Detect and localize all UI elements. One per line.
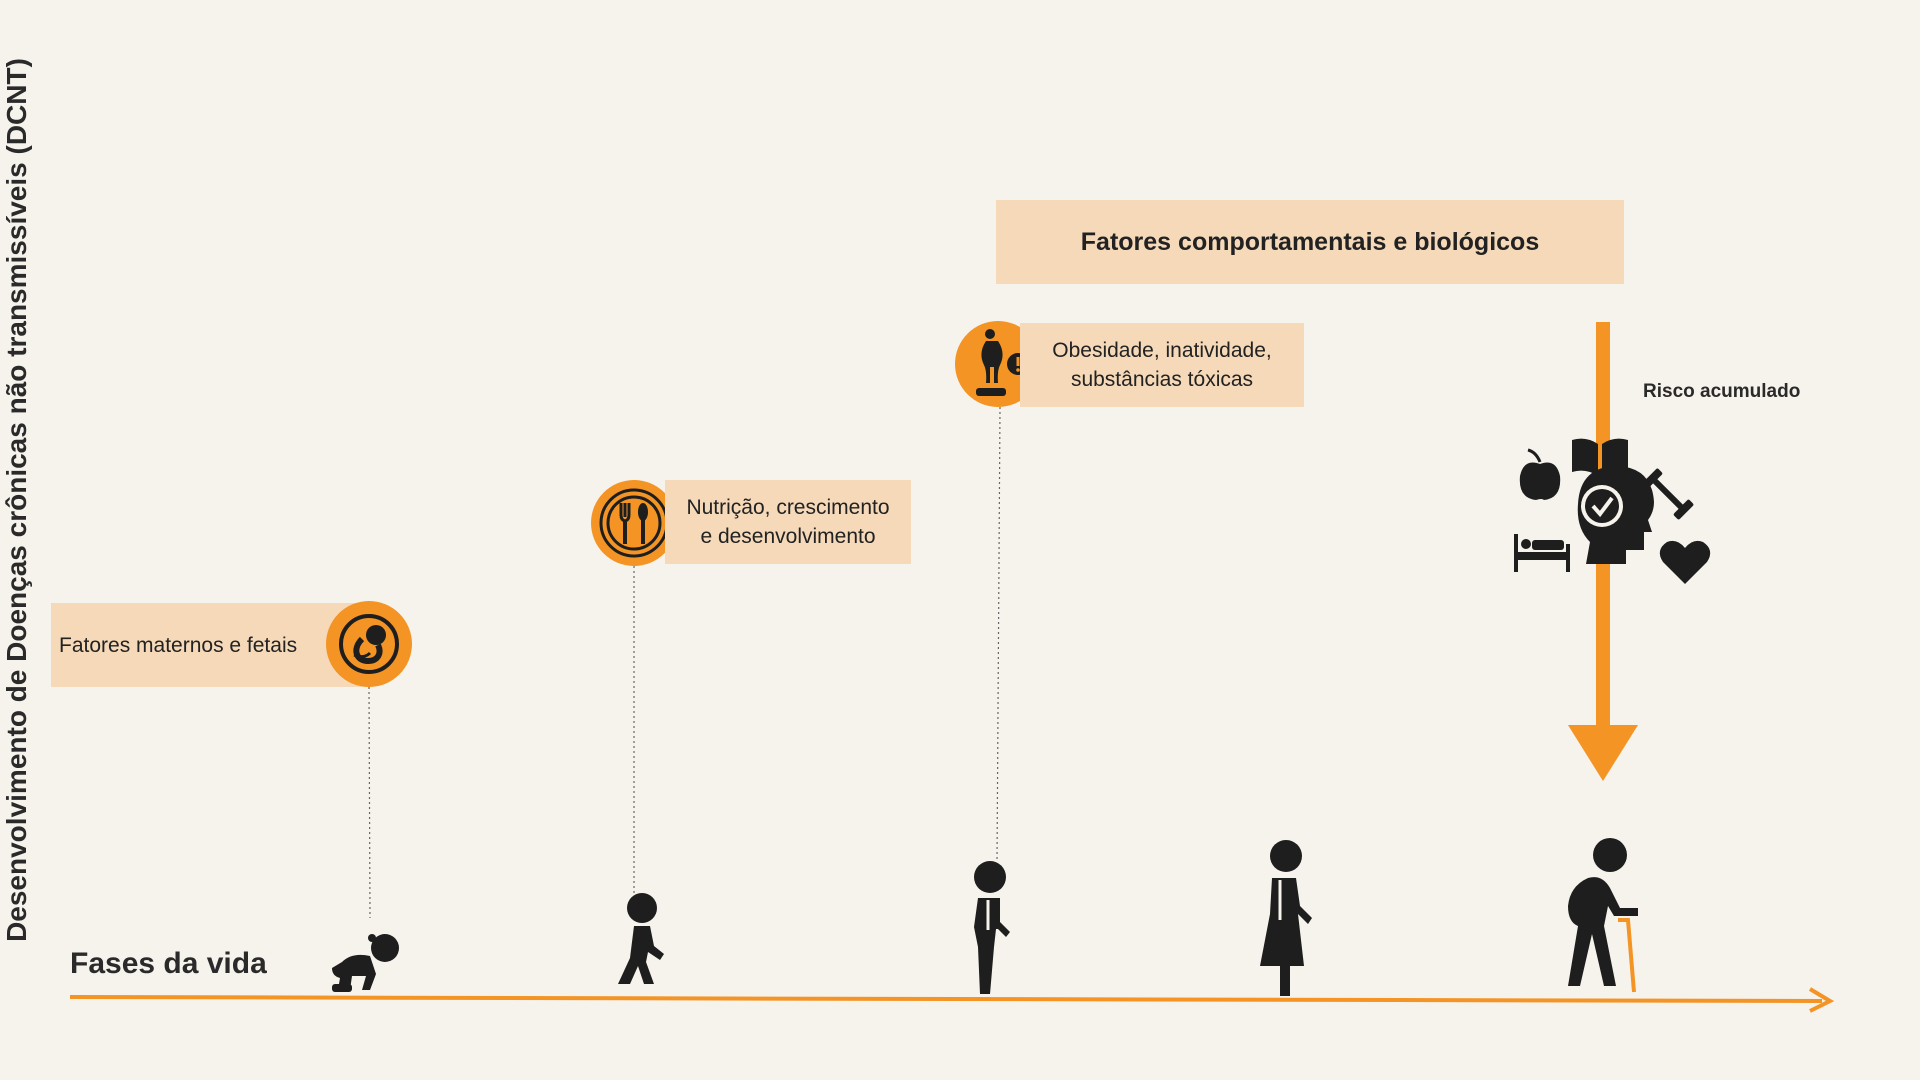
header-box: Fatores comportamentais e biológicos	[996, 200, 1624, 284]
elderly-icon	[1568, 838, 1638, 993]
factor-box-1: Fatores maternos e fetais	[51, 603, 371, 687]
bed-icon	[1514, 534, 1570, 572]
heart-icon	[1659, 540, 1711, 584]
x-axis-arrowhead	[1808, 987, 1835, 1013]
connector-3	[996, 406, 1001, 863]
factor-3-line2: substâncias tóxicas	[1070, 368, 1254, 391]
factor-2-text: Nutrição, crescimento e desenvolvimento	[686, 493, 889, 551]
baby-icon	[332, 934, 399, 992]
connector-1	[368, 686, 371, 919]
factor-box-2: Nutrição, crescimento e desenvolvimento	[665, 480, 911, 564]
risk-arrow-head	[1568, 725, 1638, 781]
factor-1-label: Fatores maternos e fetais	[59, 633, 298, 657]
factor-3-line1: Obesidade, inatividade,	[1052, 339, 1272, 362]
healthy-habits-icon	[1514, 438, 1711, 584]
adult-woman-icon	[1260, 840, 1312, 996]
child-icon	[618, 893, 664, 984]
x-axis-line	[69, 995, 1823, 1003]
factor-3-text: Obesidade, inatividade, substâncias tóxi…	[1052, 336, 1272, 394]
factor-circle-1	[326, 601, 412, 687]
fork-spoon-plate-icon	[599, 488, 669, 558]
factor-2-line2: e desenvolvimento	[700, 525, 876, 548]
risk-label: Risco acumulado	[1643, 381, 1801, 402]
factor-2-line1: Nutrição, crescimento	[686, 496, 890, 519]
teen-icon	[974, 861, 1010, 994]
factor-box-3: Obesidade, inatividade, substâncias tóxi…	[1020, 323, 1304, 407]
x-axis-label: Fases da vida	[70, 947, 267, 980]
head-check-icon	[1577, 466, 1654, 564]
dumbbell-icon	[1642, 468, 1694, 520]
apple-icon	[1519, 448, 1561, 500]
fetus-icon	[339, 614, 399, 674]
